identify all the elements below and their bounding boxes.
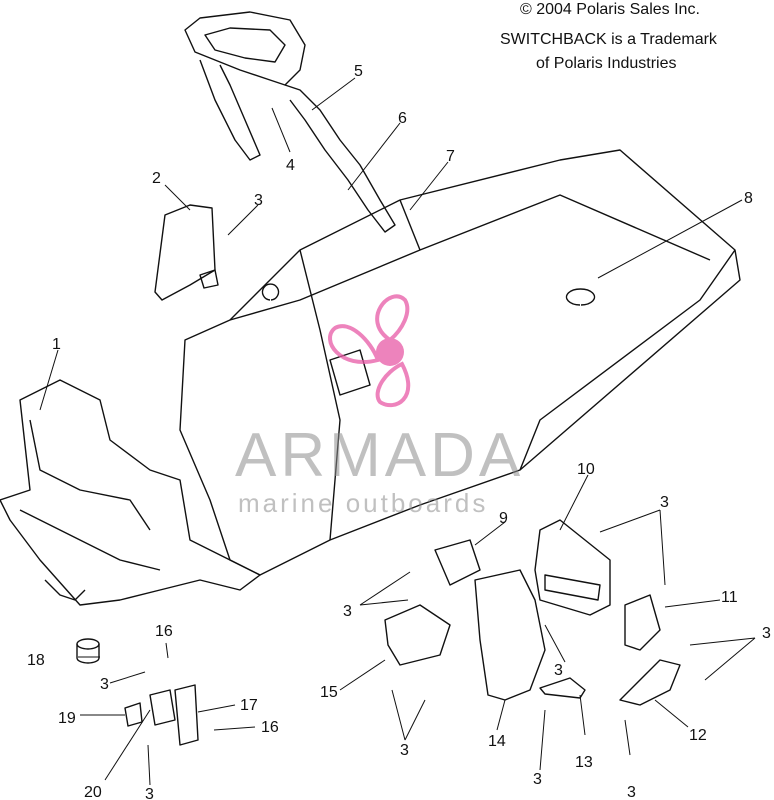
callout-3: 3 <box>400 742 409 759</box>
callout-4: 4 <box>286 157 295 174</box>
callout-1: 1 <box>52 336 61 353</box>
bracket-part-14 <box>474 569 546 701</box>
bracket-part-9 <box>434 539 481 586</box>
callout-9: 9 <box>499 510 508 527</box>
callout-20: 20 <box>84 784 102 800</box>
callout-3: 3 <box>254 192 263 209</box>
trademark-line-2: of Polaris Industries <box>536 55 677 72</box>
callout-13: 13 <box>575 754 593 771</box>
callout-8: 8 <box>744 190 753 207</box>
heat-shield-part <box>154 204 219 301</box>
callout-15: 15 <box>320 684 338 701</box>
rear-plate-part-10 <box>534 519 611 616</box>
callout-3: 3 <box>660 494 669 511</box>
watermark-logo-center <box>376 338 404 366</box>
callout-18: 18 <box>27 652 45 669</box>
cover-part-11 <box>624 594 661 651</box>
callout-14: 14 <box>488 733 506 750</box>
callout-10: 10 <box>577 461 595 478</box>
bracket-part-17 <box>174 684 199 746</box>
copyright-text: © 2004 Polaris Sales Inc. <box>520 1 700 18</box>
callout-3: 3 <box>627 784 636 800</box>
callout-12: 12 <box>689 727 707 744</box>
plate-part-12 <box>619 659 681 706</box>
callout-16: 16 <box>261 719 279 736</box>
callout-11: 11 <box>721 589 738 606</box>
rear-seat-support-part <box>184 11 396 233</box>
callout-6: 6 <box>398 110 407 127</box>
callout-3: 3 <box>533 771 542 788</box>
callout-5: 5 <box>354 63 363 80</box>
watermark-logo <box>328 294 411 408</box>
grommet-part-18 <box>76 638 100 664</box>
watermark-subtitle: marine outboards <box>238 488 489 518</box>
bracket-part-20 <box>149 689 176 726</box>
callout-7: 7 <box>446 148 455 165</box>
callout-3: 3 <box>100 676 109 693</box>
callout-16: 16 <box>155 623 173 640</box>
callout-3: 3 <box>554 662 563 679</box>
trademark-line-1: SWITCHBACK is a Trademark <box>500 31 717 48</box>
watermark-title: ARMADA <box>235 421 525 490</box>
leader-lines <box>39 77 756 786</box>
chassis-tunnel-part <box>179 149 741 576</box>
callout-3: 3 <box>343 603 352 620</box>
callout-labels: 1 2 3 4 5 6 7 8 9 10 3 11 3 12 3 13 3 14… <box>27 63 771 800</box>
front-bulkhead-frame-part <box>0 379 261 606</box>
callout-17: 17 <box>240 697 258 714</box>
bracket-part-15 <box>384 604 451 666</box>
callout-19: 19 <box>58 710 76 727</box>
callout-3: 3 <box>762 625 771 642</box>
plate-part-19 <box>124 702 143 727</box>
callout-2: 2 <box>152 170 161 187</box>
callout-3: 3 <box>145 786 154 800</box>
bracket-part-13 <box>539 677 586 699</box>
